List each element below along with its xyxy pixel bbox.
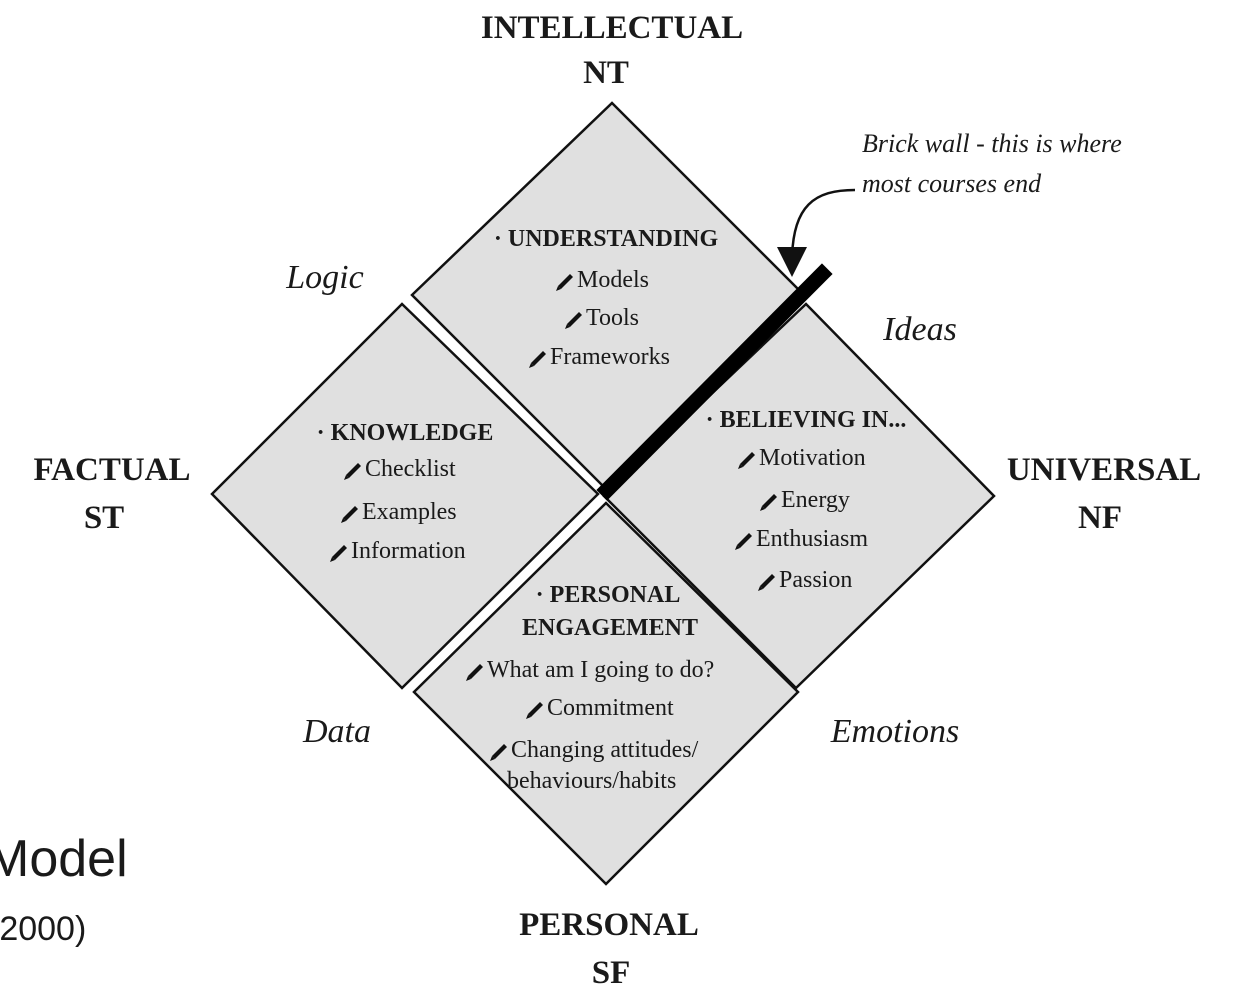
quadrant-bottom-item-1: What am I going to do?: [487, 657, 714, 683]
corner-emotions: Emotions: [830, 713, 959, 750]
corner-data: Data: [302, 713, 371, 750]
quadrant-top-heading: · UNDERSTANDING: [494, 226, 719, 252]
quadrant-left-heading: · KNOWLEDGE: [317, 420, 494, 446]
annotation-line-1: Brick wall - this is where: [862, 129, 1122, 158]
pole-top-code: NT: [583, 55, 629, 91]
quadrant-right-item-1: Motivation: [759, 445, 866, 471]
pole-left-label: FACTUAL: [33, 452, 190, 488]
quadrant-left-item-1: Checklist: [365, 456, 456, 482]
quadrant-right-heading: · BELIEVING IN...: [706, 407, 907, 433]
pole-bottom-code: SF: [592, 955, 631, 988]
quadrant-left-item-3: Information: [351, 538, 466, 564]
pole-right-label: UNIVERSAL: [1007, 452, 1201, 488]
pole-bottom-label: PERSONAL: [519, 907, 699, 943]
quadrant-right-item-2: Energy: [781, 487, 850, 513]
quadrant-top-item-1: Models: [577, 267, 649, 293]
quadrant-bottom-item-2: Commitment: [547, 695, 674, 721]
corner-ideas: Ideas: [882, 311, 957, 348]
corner-logic: Logic: [285, 259, 363, 296]
pole-right-code: NF: [1078, 500, 1122, 536]
curved-arrow-icon: [777, 188, 856, 277]
quadrant-top-item-2: Tools: [586, 305, 639, 331]
brick-wall-bar: [596, 263, 833, 501]
quadrant-left-item-2: Examples: [362, 499, 457, 525]
quadrant-bottom-heading-1: · PERSONAL: [536, 582, 681, 608]
quadrant-bottom-item-4: behaviours/habits: [507, 768, 676, 794]
quadrant-left-diamond: [210, 302, 600, 690]
quadrant-right-item-4: Passion: [779, 567, 852, 593]
quadrant-right-item-3: Enthusiasm: [756, 526, 868, 552]
pole-top-label: INTELLECTUAL: [481, 10, 743, 46]
quadrant-bottom-diamond: [412, 501, 800, 886]
quadrant-top-item-3: Frameworks: [550, 344, 670, 370]
quadrant-bottom-item-3: Changing attitudes/: [511, 737, 699, 763]
caption-title: Model: [0, 830, 128, 888]
caption-subtitle: (2000): [0, 910, 86, 948]
quadrant-bottom-heading-2: ENGAGEMENT: [522, 615, 698, 641]
pole-left-code: ST: [84, 500, 124, 536]
annotation-line-2: most courses end: [862, 169, 1042, 198]
